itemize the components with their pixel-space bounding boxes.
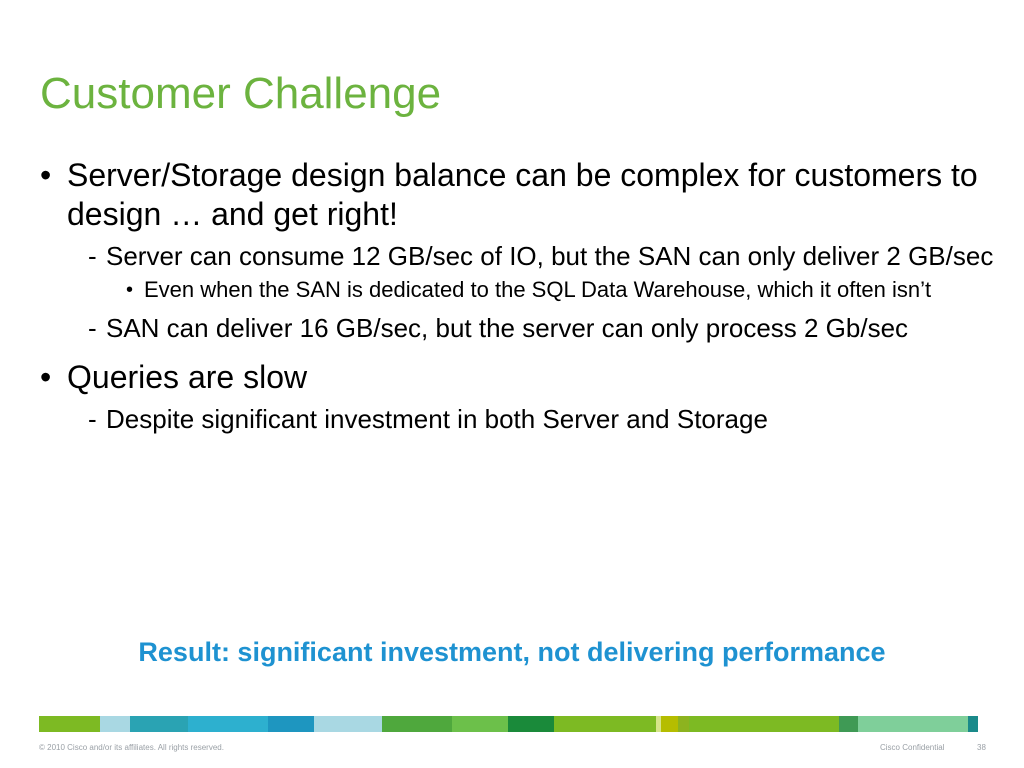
stripe-segment xyxy=(314,716,382,732)
stripe-segment xyxy=(268,716,314,732)
bullet-level3-item: • Even when the SAN is dedicated to the … xyxy=(126,274,1000,306)
result-callout: Result: significant investment, not deli… xyxy=(138,637,886,667)
stripe-segment xyxy=(508,716,554,732)
stripe-segment xyxy=(656,716,661,732)
stripe-segment xyxy=(100,716,130,732)
stripe-segment xyxy=(130,716,188,732)
slide-body: • Server/Storage design balance can be c… xyxy=(40,156,1000,437)
bullet-level1-item: • Server/Storage design balance can be c… xyxy=(40,156,1000,234)
stripe-segment xyxy=(689,716,839,732)
stripe-segment xyxy=(858,716,968,732)
confidential-label: Cisco Confidential xyxy=(880,743,945,752)
bullet-icon: • xyxy=(40,157,52,193)
bullet-text: SAN can deliver 16 GB/sec, but the serve… xyxy=(106,313,909,343)
dash-icon: - xyxy=(88,241,97,271)
stripe-segment xyxy=(678,716,689,732)
stripe-segment xyxy=(382,716,452,732)
dash-icon: - xyxy=(88,313,97,343)
bullet-text: Queries are slow xyxy=(67,359,308,395)
stripe-segment xyxy=(188,716,268,732)
footer-color-stripe xyxy=(39,716,987,732)
stripe-segment xyxy=(839,716,858,732)
bullet-level1-item: • Queries are slow xyxy=(40,358,1000,397)
bullet-level2-item: - SAN can deliver 16 GB/sec, but the ser… xyxy=(88,310,1000,346)
dash-icon: - xyxy=(88,404,97,434)
stripe-segment xyxy=(661,716,678,732)
slide-title: Customer Challenge xyxy=(40,69,442,118)
bullet-text: Server can consume 12 GB/sec of IO, but … xyxy=(106,241,994,271)
copyright-text: © 2010 Cisco and/or its affiliates. All … xyxy=(39,743,224,752)
bullet-text: Even when the SAN is dedicated to the SQ… xyxy=(144,277,932,302)
bullet-text: Despite significant investment in both S… xyxy=(106,404,768,434)
bullet-level2-item: - Server can consume 12 GB/sec of IO, bu… xyxy=(88,238,1000,274)
bullet-icon: • xyxy=(40,359,52,395)
stripe-segment xyxy=(968,716,978,732)
stripe-segment xyxy=(554,716,656,732)
bullet-level2-item: - Despite significant investment in both… xyxy=(88,401,1000,437)
stripe-segment xyxy=(39,716,100,732)
bullet-text: Server/Storage design balance can be com… xyxy=(67,157,978,232)
stripe-segment xyxy=(452,716,508,732)
page-number: 38 xyxy=(977,743,986,752)
bullet-icon: • xyxy=(126,279,134,301)
